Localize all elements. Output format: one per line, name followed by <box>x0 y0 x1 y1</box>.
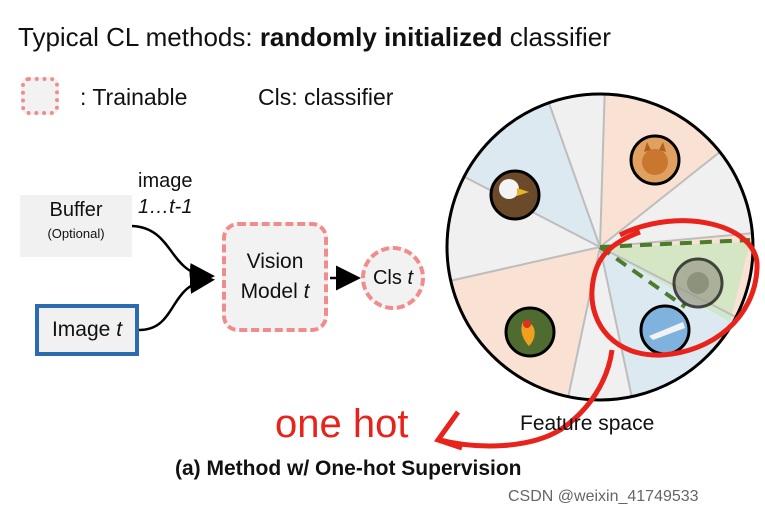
vision-model-line2: Model <box>240 280 304 303</box>
one-hot-arrowhead <box>433 410 463 451</box>
image-note-line1: image <box>138 170 193 192</box>
figure-caption: (a) Method w/ One-hot Supervision <box>175 457 522 480</box>
cls-legend-label: Cls: classifier <box>258 84 394 110</box>
one-hot-pointer-arrow <box>439 349 615 449</box>
feature-space-diagram <box>445 92 755 402</box>
sector-gray-left <box>447 172 600 282</box>
cat-photo-icon <box>629 134 681 186</box>
image-note-line2: 1…t-1 <box>138 196 193 218</box>
trainable-legend-swatch <box>21 77 59 115</box>
past-images-note: image 1…t-1 <box>138 168 192 220</box>
one-hot-label: one hot <box>275 402 409 446</box>
eagle-photo-icon <box>489 169 541 221</box>
decision-line-lower <box>598 245 687 309</box>
monkey-photo-icon <box>672 257 724 309</box>
image-t-var: t <box>116 318 123 341</box>
sector-gray-right <box>600 132 753 247</box>
image-to-vision-arrow <box>138 268 215 332</box>
title-prefix: Typical CL methods: <box>18 22 260 52</box>
classifier-var: t <box>407 266 413 289</box>
csdn-watermark: CSDN @weixin_41749533 <box>508 488 699 505</box>
buffer-box: Buffer (Optional) <box>20 195 132 257</box>
vision-model-var: t <box>303 280 310 303</box>
parrot-photo-icon <box>504 306 556 358</box>
image-t-box: Image t <box>35 304 139 356</box>
feature-space-label: Feature space <box>520 412 655 435</box>
decision-line-upper <box>599 238 751 249</box>
trainable-legend-label: : Trainable <box>80 84 188 110</box>
classifier-circle: Cls t <box>361 246 425 310</box>
title-suffix: classifier <box>502 22 611 52</box>
buffer-optional-note: (Optional) <box>47 226 105 241</box>
classifier-label: Cls <box>372 266 402 289</box>
vision-model-box: Vision Model t <box>222 222 328 332</box>
image-t-label: Image <box>51 318 111 341</box>
diagram-title: Typical CL methods: randomly initialized… <box>18 22 611 53</box>
vision-model-line1: Vision <box>246 250 304 273</box>
highlight-circle-stroke <box>589 218 760 358</box>
title-bold: randomly initialized <box>259 22 503 52</box>
sector-gray-top <box>545 94 605 247</box>
buffer-label: Buffer <box>49 199 103 221</box>
